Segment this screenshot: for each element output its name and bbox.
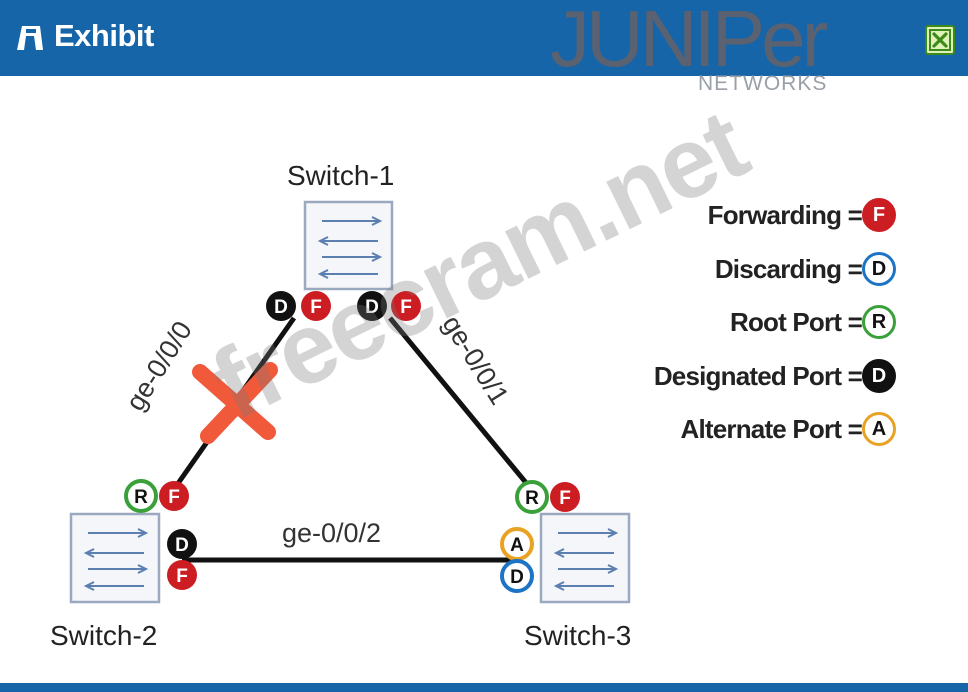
legend-root-port-badge: R: [862, 305, 896, 339]
legend-discarding: Discarding = D: [590, 250, 910, 304]
svg-text:NETWORKS: NETWORKS: [698, 72, 827, 92]
legend-alternate-port-label: Alternate Port =: [680, 414, 862, 444]
svg-text:F: F: [559, 488, 571, 509]
legend-discarding-badge: D: [862, 251, 896, 286]
legend-forwarding-label: Forwarding =: [707, 200, 863, 230]
legend-alternate-port: Alternate Port = A: [590, 410, 910, 464]
legend-forwarding: Forwarding = F: [590, 196, 910, 250]
svg-text:D: D: [274, 297, 288, 318]
svg-text:R: R: [525, 488, 539, 509]
sw1-port-ge000-forwarding-badge: F: [301, 291, 331, 321]
legend-root-port-label: Root Port =: [729, 307, 863, 337]
sw3-port-ge002-discarding-badge: D: [500, 559, 534, 593]
legend-root-port: Root Port = R: [590, 303, 910, 357]
sw1-port-ge000-designated-badge: D: [266, 291, 296, 321]
svg-text:D: D: [175, 535, 189, 556]
sw1-port-ge001-forwarding-badge: F: [391, 291, 421, 321]
close-button[interactable]: [925, 25, 955, 55]
svg-text:D: D: [365, 297, 379, 318]
sw3-port-ge002-alternate-badge: A: [500, 527, 534, 561]
svg-text:R: R: [134, 487, 148, 508]
exhibit-icon: [17, 26, 43, 50]
switch-3-label: Switch-3: [524, 620, 632, 651]
svg-text:F: F: [168, 487, 180, 508]
sw2-port-ge002-forwarding-badge: F: [167, 560, 197, 590]
legend-designated-port-badge: D: [862, 358, 896, 393]
sw2-port-ge000-forwarding-badge: F: [159, 481, 189, 511]
blocked-link-x-icon: [192, 362, 278, 444]
link-ge-0-0-1: [388, 316, 534, 492]
close-icon: [929, 29, 951, 51]
sw2-port-ge000-root-badge: R: [124, 479, 158, 513]
bottom-bar: [0, 683, 968, 692]
legend: Forwarding = F Discarding = D Root Port …: [590, 196, 910, 464]
title-bar: Exhibit: [0, 0, 968, 76]
svg-text:A: A: [510, 535, 524, 556]
sw3-port-ge001-forwarding-badge: F: [550, 482, 580, 512]
switch-1-icon[interactable]: [303, 200, 394, 291]
legend-discarding-label: Discarding =: [714, 253, 863, 284]
sw2-port-ge002-designated-badge: D: [167, 529, 197, 559]
svg-text:F: F: [310, 297, 322, 318]
juniper-logo: JUNIPer NETWORKS: [550, 0, 832, 92]
legend-alternate-port-badge: A: [862, 412, 896, 446]
switch-2-label: Switch-2: [50, 620, 158, 651]
switch-2-icon[interactable]: [69, 512, 161, 604]
sw3-port-ge001-root-badge: R: [515, 480, 549, 514]
legend-designated-port: Designated Port = D: [590, 357, 910, 411]
switch-3-icon[interactable]: [539, 512, 631, 604]
switch-1-label: Switch-1: [287, 160, 395, 191]
legend-forwarding-badge: F: [862, 198, 896, 232]
window-title: Exhibit: [54, 18, 154, 53]
sw1-port-ge001-designated-badge: D: [357, 291, 387, 321]
svg-text:JUNIPer: JUNIPer: [550, 0, 828, 83]
svg-text:F: F: [400, 297, 412, 318]
svg-text:F: F: [176, 566, 188, 587]
link-ge-0-0-2-label: ge-0/0/2: [282, 518, 382, 548]
legend-designated-port-label: Designated Port =: [653, 360, 863, 391]
svg-text:D: D: [510, 567, 524, 588]
